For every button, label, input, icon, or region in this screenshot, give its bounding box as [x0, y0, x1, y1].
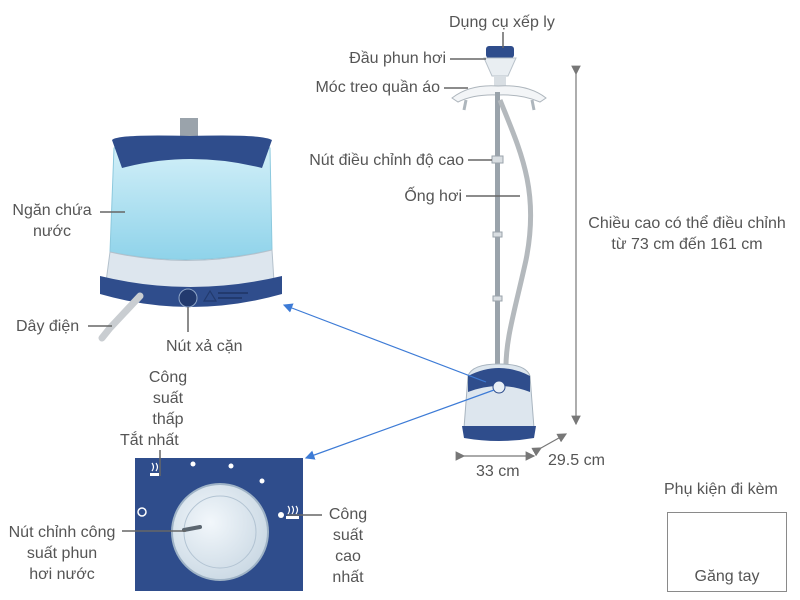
- label-knob-2: suất phun: [26, 545, 98, 562]
- steam-hose: [497, 99, 534, 373]
- dimension-lines: [455, 65, 581, 461]
- pleat-tool: [486, 46, 514, 58]
- label-low-power-3: thấp: [152, 411, 184, 428]
- label-height-range-2: từ 73 cm đến 161 cm: [611, 236, 763, 253]
- label-width: 33 cm: [476, 463, 520, 480]
- label-power-cord: Dây điện: [16, 318, 80, 335]
- label-height-range-1: Chiều cao có thể điều chỉnh: [588, 215, 786, 232]
- tank-closeup: [98, 118, 282, 342]
- steam-high-icon: [286, 505, 299, 519]
- label-knob-1: Nút chỉnh công: [8, 524, 116, 541]
- arrow-to-tank: [282, 303, 487, 383]
- power-cord: [98, 292, 144, 342]
- warning-icon: [202, 289, 248, 302]
- label-accessory-title: Phụ kiện đi kèm: [664, 481, 778, 498]
- label-water-tank-2: nước: [32, 223, 72, 240]
- label-drain-button: Nút xả cặn: [166, 338, 243, 355]
- label-pleat-tool: Dụng cụ xếp ly: [449, 14, 555, 31]
- base-knob: [492, 380, 506, 394]
- steam-head: [483, 57, 517, 77]
- steam-low-icon: [150, 462, 159, 476]
- label-low-power-2: suất: [152, 390, 184, 407]
- steamer-full-view: [451, 46, 547, 441]
- dial-closeup: [135, 458, 303, 591]
- label-hanger: Móc treo quần áo: [315, 79, 440, 96]
- label-depth: 29.5 cm: [548, 452, 605, 469]
- label-hose: Ống hơi: [404, 188, 462, 205]
- leader-lines: [88, 32, 520, 532]
- label-height-knob: Nút điều chỉnh độ cao: [309, 152, 464, 169]
- label-high-power-3: cao: [335, 548, 361, 565]
- label-water-tank-1: Ngăn chứa: [12, 202, 92, 219]
- label-high-power-4: nhất: [332, 569, 364, 586]
- drain-button: [178, 288, 198, 308]
- label-knob-3: hơi nước: [29, 566, 95, 583]
- label-high-power-2: suất: [332, 527, 364, 544]
- label-steam-head: Đầu phun hơi: [349, 50, 446, 67]
- label-accessory-item: Găng tay: [694, 568, 760, 585]
- arrow-to-dial: [304, 389, 495, 460]
- label-off: Tắt nhất: [120, 432, 179, 449]
- label-low-power-1: Công: [148, 369, 188, 386]
- power-knob: [171, 483, 269, 581]
- accessory-box: [667, 512, 787, 592]
- label-high-power-1: Công: [328, 506, 368, 523]
- height-adjust-clip: [491, 155, 504, 164]
